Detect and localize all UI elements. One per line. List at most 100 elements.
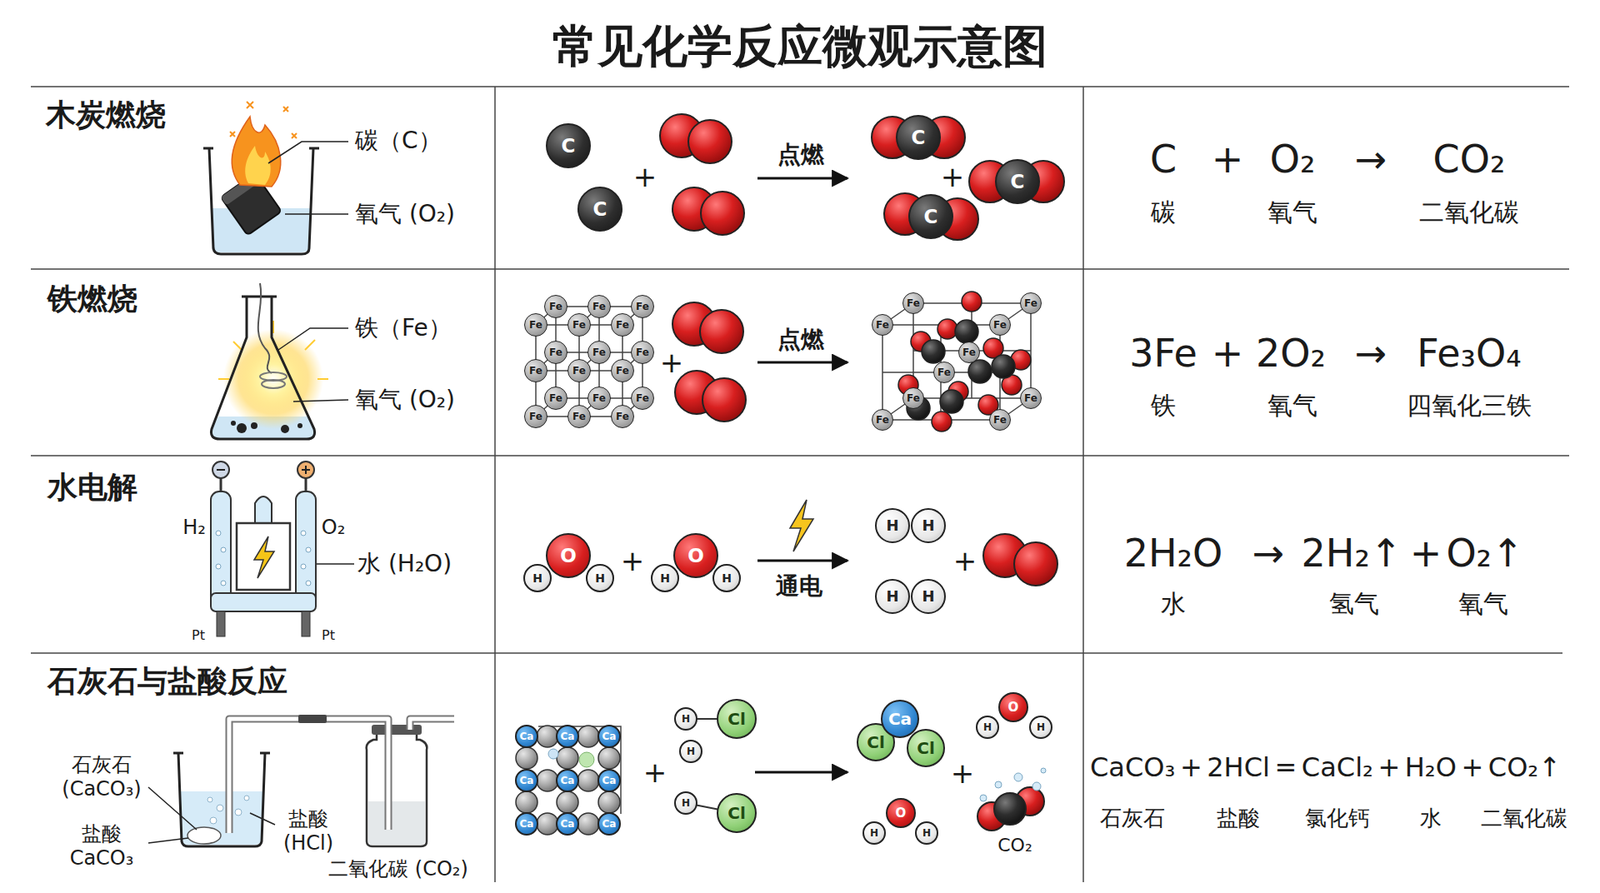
atom-circle: C bbox=[577, 186, 623, 232]
substance-name: 氢气 bbox=[1329, 589, 1380, 620]
atom-symbol: H bbox=[983, 722, 992, 733]
atom-symbol: Fe bbox=[529, 320, 543, 330]
callout-label: 二氧化碳 (CO₂) bbox=[328, 857, 469, 882]
electrolysis-apparatus-part-part bbox=[300, 564, 306, 570]
atom-circle: C bbox=[895, 115, 941, 160]
atom-circle: C bbox=[908, 194, 954, 240]
iron-atom-part bbox=[921, 340, 945, 364]
oxygen-atom-part bbox=[937, 319, 958, 340]
equation-term: + bbox=[1211, 330, 1245, 377]
equation-term: + bbox=[1377, 751, 1400, 784]
atom-symbol: Fe bbox=[1024, 298, 1038, 309]
equation-term: 3Fe bbox=[1129, 330, 1198, 377]
table-grid-part bbox=[30, 85, 1570, 88]
gas-generation-apparatus-part-part bbox=[207, 797, 213, 803]
oxygen-atom-part bbox=[688, 120, 732, 164]
atom-symbol: Ca bbox=[602, 731, 617, 742]
atom-symbol: Ca bbox=[520, 775, 535, 786]
callout-label: 氧气 (O₂) bbox=[355, 200, 455, 229]
atom-symbol: Fe bbox=[572, 411, 586, 422]
atom-circle: Fe bbox=[871, 409, 894, 431]
atom-circle: H bbox=[650, 564, 680, 593]
electrolysis-apparatus-part bbox=[210, 491, 231, 609]
electrolysis-apparatus-part-part bbox=[215, 564, 221, 570]
electrolysis-apparatus-part-part bbox=[300, 530, 306, 536]
atom-symbol: O bbox=[687, 546, 705, 566]
atom-symbol: Cl bbox=[916, 740, 935, 757]
electrode-label: Pt bbox=[191, 627, 205, 644]
equation-term: CaCl₂ bbox=[1301, 751, 1374, 784]
atom-symbol: Fe bbox=[549, 301, 563, 312]
electrolysis-apparatus-part bbox=[220, 478, 306, 492]
atom-circle: Ca bbox=[515, 725, 539, 749]
atom-circle: Fe bbox=[587, 340, 611, 365]
plus-sign: + bbox=[940, 160, 965, 195]
atom-symbol: Fe bbox=[635, 301, 650, 312]
substance-name: 二氧化碳 bbox=[1419, 197, 1520, 228]
row-title: 石灰石与盐酸反应 bbox=[47, 663, 288, 700]
atom-circle: H bbox=[1029, 715, 1053, 740]
substance-name: 二氧化碳 bbox=[1480, 805, 1568, 832]
atom-circle: Fe bbox=[630, 295, 655, 319]
atom-circle: Fe bbox=[544, 386, 568, 410]
oxygen-atom-part bbox=[1014, 542, 1058, 586]
equation-row: CaCO₃+2HCl=CaCl₂+H₂O+CO₂↑ bbox=[1090, 746, 1561, 789]
equation-term: O₂ bbox=[1270, 136, 1316, 183]
equation-term: CO₂ bbox=[1433, 136, 1506, 183]
gas-generation-apparatus-part bbox=[368, 801, 425, 845]
atom-symbol: Fe bbox=[993, 320, 1007, 330]
lattice-line-part bbox=[882, 325, 1000, 420]
plus-sign: + bbox=[950, 756, 975, 791]
atom-symbol: Ca bbox=[520, 819, 535, 830]
atom-symbol: O bbox=[560, 546, 577, 566]
flask-illustration-part bbox=[236, 423, 247, 434]
substance-name: 铁 bbox=[1150, 390, 1176, 421]
gas-bubble-part bbox=[1040, 768, 1046, 774]
atom-symbol: Ca bbox=[602, 819, 617, 830]
plus-sign: + bbox=[620, 544, 645, 579]
atom-symbol: C bbox=[561, 136, 576, 156]
flask-illustration-part bbox=[297, 423, 303, 429]
equation-term: H₂O bbox=[1405, 751, 1457, 784]
atom-circle: Fe bbox=[587, 295, 611, 319]
atom-circle: Ca bbox=[597, 725, 621, 749]
atom-symbol: Ca bbox=[602, 775, 617, 786]
reaction-arrow-part bbox=[757, 177, 848, 180]
table-grid-part bbox=[30, 455, 1570, 457]
row-title: 木炭燃烧 bbox=[45, 96, 166, 133]
equation-term: 2H₂↑ bbox=[1301, 530, 1403, 577]
electrode-label: Pt bbox=[321, 627, 335, 644]
atom-circle: Cl bbox=[716, 793, 757, 834]
substance-name: 氯化钙 bbox=[1305, 805, 1370, 832]
atom-symbol: Fe bbox=[635, 393, 650, 404]
atom-circle: H bbox=[523, 564, 552, 593]
atom-symbol: H bbox=[1036, 722, 1045, 733]
gas-bubble bbox=[980, 768, 1046, 802]
atom-circle: Cl bbox=[716, 699, 757, 740]
lattice-atom-part bbox=[598, 747, 620, 770]
atom-symbol: H bbox=[532, 572, 543, 585]
reaction-arrow-part bbox=[757, 361, 848, 365]
gas-label: H₂ bbox=[182, 515, 206, 540]
substance-name: 石灰石 bbox=[1100, 805, 1165, 832]
equation-term: + bbox=[1180, 751, 1203, 784]
atom-circle: Fe bbox=[524, 359, 548, 383]
table-grid-part bbox=[494, 86, 496, 883]
equation-term: CaCO₃ bbox=[1090, 751, 1175, 784]
gas-generation-apparatus-part-part bbox=[244, 795, 250, 801]
lattice-line-part bbox=[555, 306, 643, 399]
electrolysis-apparatus-part bbox=[216, 611, 225, 637]
atom-circle: Fe bbox=[610, 405, 635, 429]
lattice-line-part bbox=[535, 325, 623, 417]
gas-generation-apparatus-part bbox=[173, 753, 270, 847]
lattice-atom bbox=[548, 749, 559, 760]
substance-name: 碳 bbox=[1150, 197, 1176, 228]
atom-symbol: Fe bbox=[1024, 393, 1038, 404]
oxygen-atom-part bbox=[961, 291, 982, 312]
atom-circle: Fe bbox=[933, 361, 955, 384]
atom-symbol: Fe bbox=[906, 393, 920, 404]
gas-generation-apparatus-part bbox=[371, 725, 422, 735]
table-grid-part bbox=[30, 268, 1570, 270]
beaker-illustration bbox=[203, 101, 349, 255]
oxygen-atom-part bbox=[931, 411, 952, 432]
